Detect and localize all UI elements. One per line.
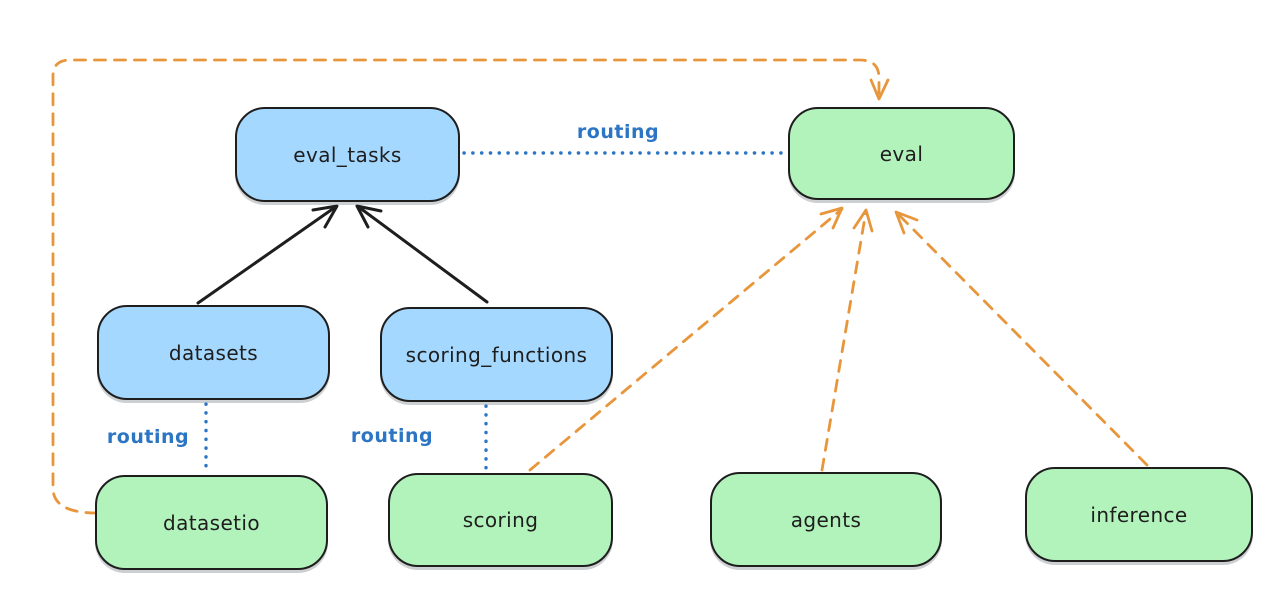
node-agents-label: agents <box>790 507 862 532</box>
node-eval-tasks: eval_tasks <box>235 107 460 202</box>
edge-agents-to-eval <box>820 208 874 472</box>
edge-datasets-to-eval-tasks <box>196 204 339 305</box>
node-scoring-label: scoring <box>462 508 539 532</box>
edge-inference-to-eval <box>894 210 1149 467</box>
node-inference-label: inference <box>1090 502 1188 527</box>
node-datasets-label: datasets <box>168 340 259 365</box>
node-eval-tasks-label: eval_tasks <box>293 142 402 167</box>
routing-label-scoring-functions-scoring: routing <box>350 425 434 447</box>
node-scoring-functions-label: scoring_functions <box>405 342 588 367</box>
node-datasets: datasets <box>97 305 330 400</box>
node-agents: agents <box>710 472 942 567</box>
routing-label-datasets-datasetio: routing <box>106 426 190 448</box>
node-datasetio: datasetio <box>95 475 328 570</box>
node-eval: eval <box>788 107 1015 200</box>
node-eval-label: eval <box>879 141 924 166</box>
routing-label-eval-tasks-eval: routing <box>576 121 660 143</box>
edge-scoring-functions-to-eval-tasks <box>355 204 489 304</box>
node-scoring: scoring <box>388 473 613 567</box>
node-datasetio-label: datasetio <box>162 510 260 535</box>
node-inference: inference <box>1025 467 1253 562</box>
node-scoring-functions: scoring_functions <box>380 307 613 402</box>
